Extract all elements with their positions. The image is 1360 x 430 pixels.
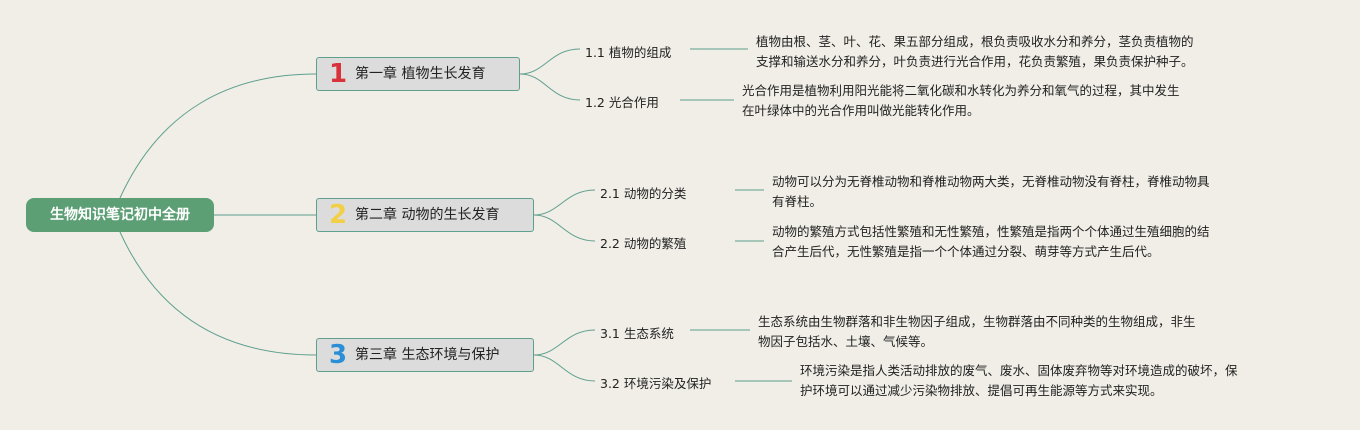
root-node[interactable]: 生物知识笔记初中全册 (26, 198, 214, 232)
desc-line: 支撑和输送水分和养分，叶负责进行光合作用，花负责繁殖，果负责保护种子。 (756, 54, 1194, 69)
desc-line: 动物可以分为无脊椎动物和脊椎动物两大类，无脊椎动物没有脊柱，脊椎动物具 (772, 174, 1210, 189)
chapter-number-1: 1 (328, 59, 348, 89)
section-desc-2-2: 动物的繁殖方式包括性繁殖和无性繁殖，性繁殖是指两个个体通过生殖细胞的结 合产生后… (772, 222, 1282, 262)
section-node-2-2[interactable]: 2.2 动物的繁殖 (600, 236, 687, 251)
section-node-3-1[interactable]: 3.1 生态系统 (600, 326, 674, 341)
chapter-title-2: 第二章 动物的生长发育 (355, 207, 500, 223)
section-node-1-2[interactable]: 1.2 光合作用 (585, 95, 659, 110)
desc-line: 有脊柱。 (772, 194, 823, 209)
desc-line: 合产生后代，无性繁殖是指一个个体通过分裂、萌芽等方式产生后代。 (772, 244, 1160, 259)
chapter-node-3[interactable]: 3 第三章 生态环境与保护 (316, 338, 534, 372)
desc-line: 动物的繁殖方式包括性繁殖和无性繁殖，性繁殖是指两个个体通过生殖细胞的结 (772, 224, 1210, 239)
desc-line: 物因子包括水、土壤、气候等。 (758, 334, 934, 349)
desc-line: 光合作用是植物利用阳光能将二氧化碳和水转化为养分和氧气的过程，其中发生 (742, 83, 1180, 98)
section-desc-3-1: 生态系统由生物群落和非生物因子组成，生物群落由不同种类的生物组成，非生 物因子包… (758, 312, 1258, 352)
connector-root-chapter-1 (119, 73, 317, 199)
section-node-2-1[interactable]: 2.1 动物的分类 (600, 186, 687, 201)
section-desc-1-2: 光合作用是植物利用阳光能将二氧化碳和水转化为养分和氧气的过程，其中发生 在叶绿体… (742, 81, 1242, 121)
chapter-node-1[interactable]: 1 第一章 植物生长发育 (316, 57, 520, 91)
chapter-node-2[interactable]: 2 第二章 动物的生长发育 (316, 198, 534, 232)
desc-line: 植物由根、茎、叶、花、果五部分组成，根负责吸收水分和养分，茎负责植物的 (756, 34, 1194, 49)
chapter-number-3: 3 (328, 340, 348, 370)
desc-line: 在叶绿体中的光合作用叫做光能转化作用。 (742, 103, 980, 118)
section-desc-1-1: 植物由根、茎、叶、花、果五部分组成，根负责吸收水分和养分，茎负责植物的 支撑和输… (756, 32, 1256, 72)
chapter-title-3: 第三章 生态环境与保护 (355, 347, 500, 363)
desc-line: 生态系统由生物群落和非生物因子组成，生物群落由不同种类的生物组成，非生 (758, 314, 1196, 329)
connector-chapter-2-section-2 (533, 214, 596, 242)
section-desc-3-2: 环境污染是指人类活动排放的废气、废水、固体废弃物等对环境造成的破坏，保 护环境可… (800, 361, 1305, 401)
connector-chapter-1-section-2 (519, 73, 581, 101)
section-desc-2-1: 动物可以分为无脊椎动物和脊椎动物两大类，无脊椎动物没有脊柱，脊椎动物具 有脊柱。 (772, 172, 1272, 212)
section-node-1-1[interactable]: 1.1 植物的组成 (585, 45, 672, 60)
chapter-number-2: 2 (328, 200, 348, 230)
connector-chapter-2-section-1 (533, 189, 596, 216)
connector-root-chapter-3 (119, 231, 317, 356)
connector-chapter-3-section-2 (533, 354, 596, 382)
section-node-3-2[interactable]: 3.2 环境污染及保护 (600, 376, 712, 391)
desc-line: 护环境可以通过减少污染物排放、提倡可再生能源等方式来实现。 (800, 383, 1163, 398)
connector-chapter-1-section-1 (519, 48, 581, 75)
desc-line: 环境污染是指人类活动排放的废气、废水、固体废弃物等对环境造成的破坏，保 (800, 363, 1238, 378)
connector-chapter-3-section-1 (533, 329, 596, 356)
chapter-title-1: 第一章 植物生长发育 (355, 66, 486, 82)
